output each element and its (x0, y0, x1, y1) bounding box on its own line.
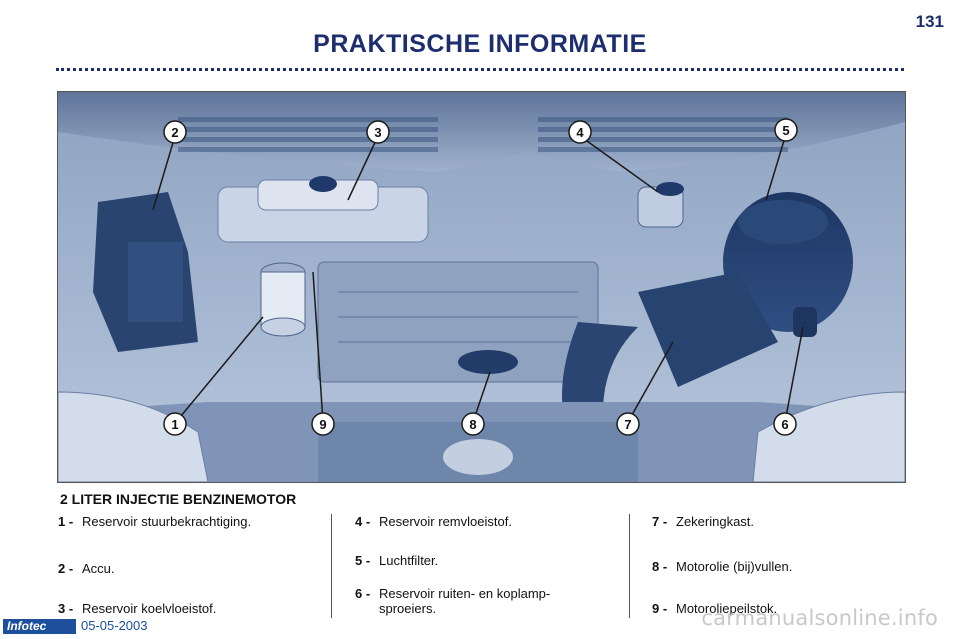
legend-number: 4 - (355, 514, 371, 529)
legend-text: Reservoir stuurbekrachtiging. (82, 514, 252, 529)
legend-text: Reservoir koelvloeistof. (82, 601, 217, 616)
legend-text: Luchtfilter. (379, 553, 439, 568)
callout-7-marker (616, 412, 640, 436)
legend-number: 5 - (355, 553, 371, 568)
callout-2-marker (163, 120, 187, 144)
legend-number: 9 - (652, 601, 668, 616)
legend-item-5: 5 - Luchtfilter. (355, 553, 438, 568)
callout-5-label: 5 (782, 123, 789, 138)
callout-4-label: 4 (576, 125, 584, 140)
legend-text: Zekeringkast. (676, 514, 755, 529)
infotec-badge: Infotec (3, 619, 76, 634)
legend-number: 3 - (58, 601, 74, 616)
callout-8-marker (461, 412, 485, 436)
callout-3-marker (366, 120, 390, 144)
legend-item-3: 3 - Reservoir koelvloeistof. (58, 601, 216, 616)
column-divider (629, 514, 630, 618)
figure-caption: 2 LITER INJECTIE BENZINEMOTOR (60, 491, 297, 507)
callout-5-marker (774, 118, 798, 142)
legend-number: 7 - (652, 514, 668, 529)
page-title: PRAKTISCHE INFORMATIE (313, 30, 647, 58)
callout-8-label: 8 (469, 417, 476, 432)
legend-item-1: 1 - Reservoir stuurbekrachtiging. (58, 514, 251, 529)
legend-item-4: 4 - Reservoir remvloeistof. (355, 514, 512, 529)
legend-text: Accu. (82, 561, 115, 576)
callout-1-label: 1 (171, 417, 178, 432)
callout-9-marker (311, 412, 335, 436)
legend-item-2: 2 - Accu. (58, 561, 115, 576)
footer-date: 05-05-2003 (81, 618, 148, 633)
legend-text: Motorolie (bij)vullen. (676, 559, 793, 574)
dotted-divider (56, 68, 904, 71)
legend-text-line1: Reservoir ruiten- en koplamp- (379, 586, 551, 601)
callout-2-label: 2 (171, 125, 178, 140)
legend-number: 1 - (58, 514, 74, 529)
legend-text-line2: sproeiers. (379, 601, 437, 616)
legend-item-9: 9 - Motoroliepeilstok. (652, 601, 777, 616)
callout-9-label: 9 (319, 417, 326, 432)
column-divider (331, 514, 332, 618)
watermark: carmanualsonline.info (701, 606, 938, 630)
page-number: 131 (915, 12, 944, 31)
engine-bay-illustration: 1 2 3 4 5 6 7 8 9 (57, 91, 906, 483)
legend-item-8: 8 - Motorolie (bij)vullen. (652, 559, 792, 574)
legend-text: Motoroliepeilstok. (676, 601, 778, 616)
legend-item-7: 7 - Zekeringkast. (652, 514, 754, 529)
legend-item-6: 6 - Reservoir ruiten- en koplamp- sproei… (355, 586, 550, 616)
legend-text: Reservoir ruiten- en koplamp- sproeiers. (379, 586, 550, 616)
legend-text: Reservoir remvloeistof. (379, 514, 512, 529)
callout-3-label: 3 (374, 125, 381, 140)
callout-7-label: 7 (624, 417, 631, 432)
legend-number: 2 - (58, 561, 74, 576)
callout-1-marker (163, 412, 187, 436)
legend-number: 6 - (355, 586, 371, 601)
callout-4-marker (568, 120, 592, 144)
callout-6-marker (773, 412, 797, 436)
legend-number: 8 - (652, 559, 668, 574)
callout-6-label: 6 (781, 417, 788, 432)
